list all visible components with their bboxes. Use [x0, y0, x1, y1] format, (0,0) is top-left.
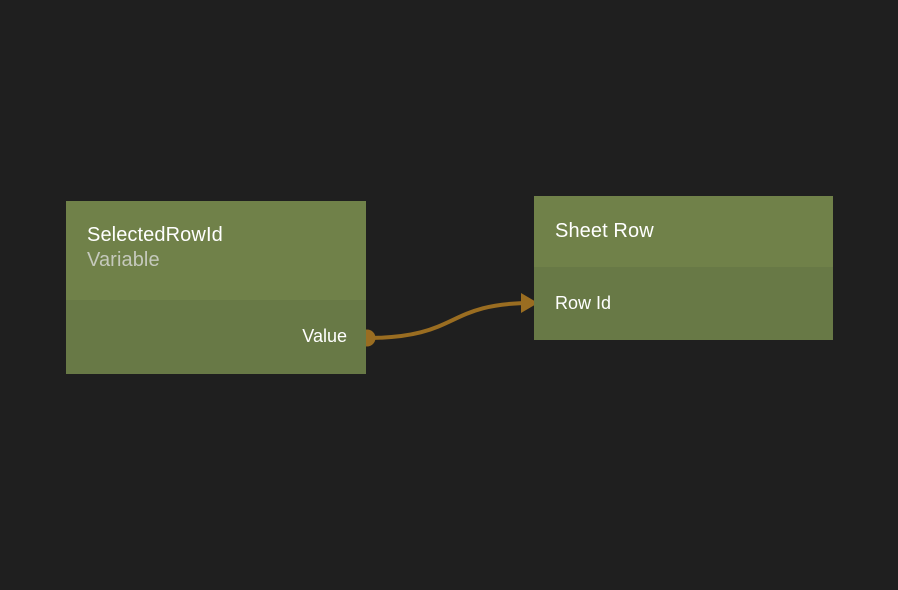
- output-port-row-value[interactable]: Value: [66, 300, 366, 374]
- node-body-variable: Value: [66, 300, 366, 374]
- connection-wire-value-to-rowid[interactable]: [365, 301, 534, 340]
- node-header-variable[interactable]: SelectedRowId Variable: [66, 201, 366, 300]
- node-sheet-row[interactable]: Sheet Row Row Id: [534, 196, 833, 340]
- node-subtitle: Variable: [87, 249, 160, 271]
- node-header-sheet-row[interactable]: Sheet Row: [534, 196, 833, 267]
- node-variable[interactable]: SelectedRowId Variable Value: [66, 201, 366, 374]
- output-port-label: Value: [302, 326, 347, 346]
- node-body-sheet-row: Row Id: [534, 267, 833, 340]
- node-title: SelectedRowId: [87, 224, 223, 246]
- input-port-row-row-id[interactable]: Row Id: [534, 267, 833, 340]
- input-port-label: Row Id: [555, 292, 612, 313]
- node-title: Sheet Row: [555, 220, 654, 242]
